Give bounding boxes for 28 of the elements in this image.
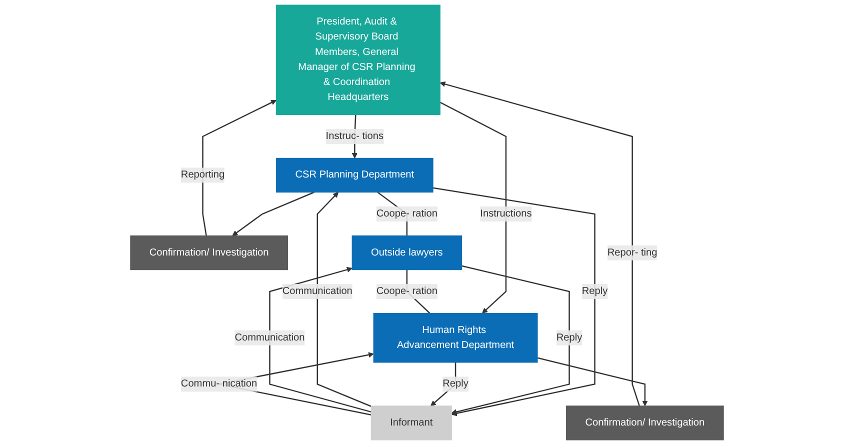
node-box: CSR Planning Department — [276, 158, 434, 193]
edge-label: Reply — [582, 286, 608, 297]
edge-label: Reply — [556, 332, 582, 343]
arrow — [202, 100, 276, 236]
arrow — [440, 81, 640, 406]
edge-label: Coope- ration — [376, 208, 438, 220]
edge-label: Reporting — [180, 170, 225, 180]
node-box: Informant — [370, 406, 452, 440]
edge-label: Reply — [442, 378, 468, 390]
edge-label: Coope- ration — [376, 286, 438, 297]
edge-label: Instruc- tions — [326, 130, 384, 142]
arrow — [269, 266, 372, 413]
node-box: President, Audit & Supervisory Board Members, General Manager of CSR Planning & Coordination Headquarters — [276, 4, 440, 116]
node-box: Confirmation/ Investigation — [566, 406, 724, 440]
node-box: Outside lawyers — [352, 235, 462, 270]
arrow — [537, 357, 648, 406]
edge-label: Communication — [282, 286, 352, 297]
arrow — [316, 192, 372, 407]
node-box: Confirmation/ Investigation — [130, 235, 288, 270]
node-box: Human Rights Advancement Department — [373, 312, 538, 363]
arrow — [440, 102, 507, 314]
edge-label: Communication — [234, 332, 305, 343]
edge-label: Commu- nication — [180, 378, 258, 390]
arrow — [232, 192, 314, 236]
edge-label: Instructions — [480, 208, 532, 220]
arrow — [451, 265, 570, 415]
arrow — [432, 187, 596, 416]
edge-label: Repor- ting — [607, 247, 658, 258]
